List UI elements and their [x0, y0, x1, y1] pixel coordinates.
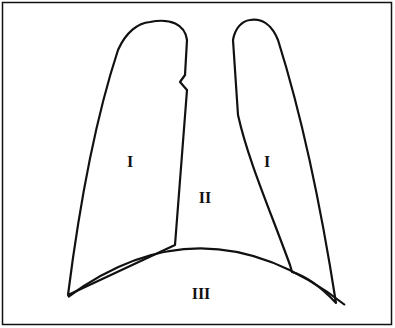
lung-region: I: [228, 16, 340, 308]
lung-region: I: [62, 16, 192, 302]
frame-border: [3, 3, 392, 325]
region-numeral: I: [264, 154, 270, 170]
lung-outline: [68, 21, 187, 295]
lung-outline: [233, 20, 336, 303]
region-numeral: II: [199, 190, 211, 206]
region-numeral: III: [192, 286, 211, 302]
region-numeral: I: [127, 154, 133, 170]
lung-outline: [228, 16, 340, 308]
